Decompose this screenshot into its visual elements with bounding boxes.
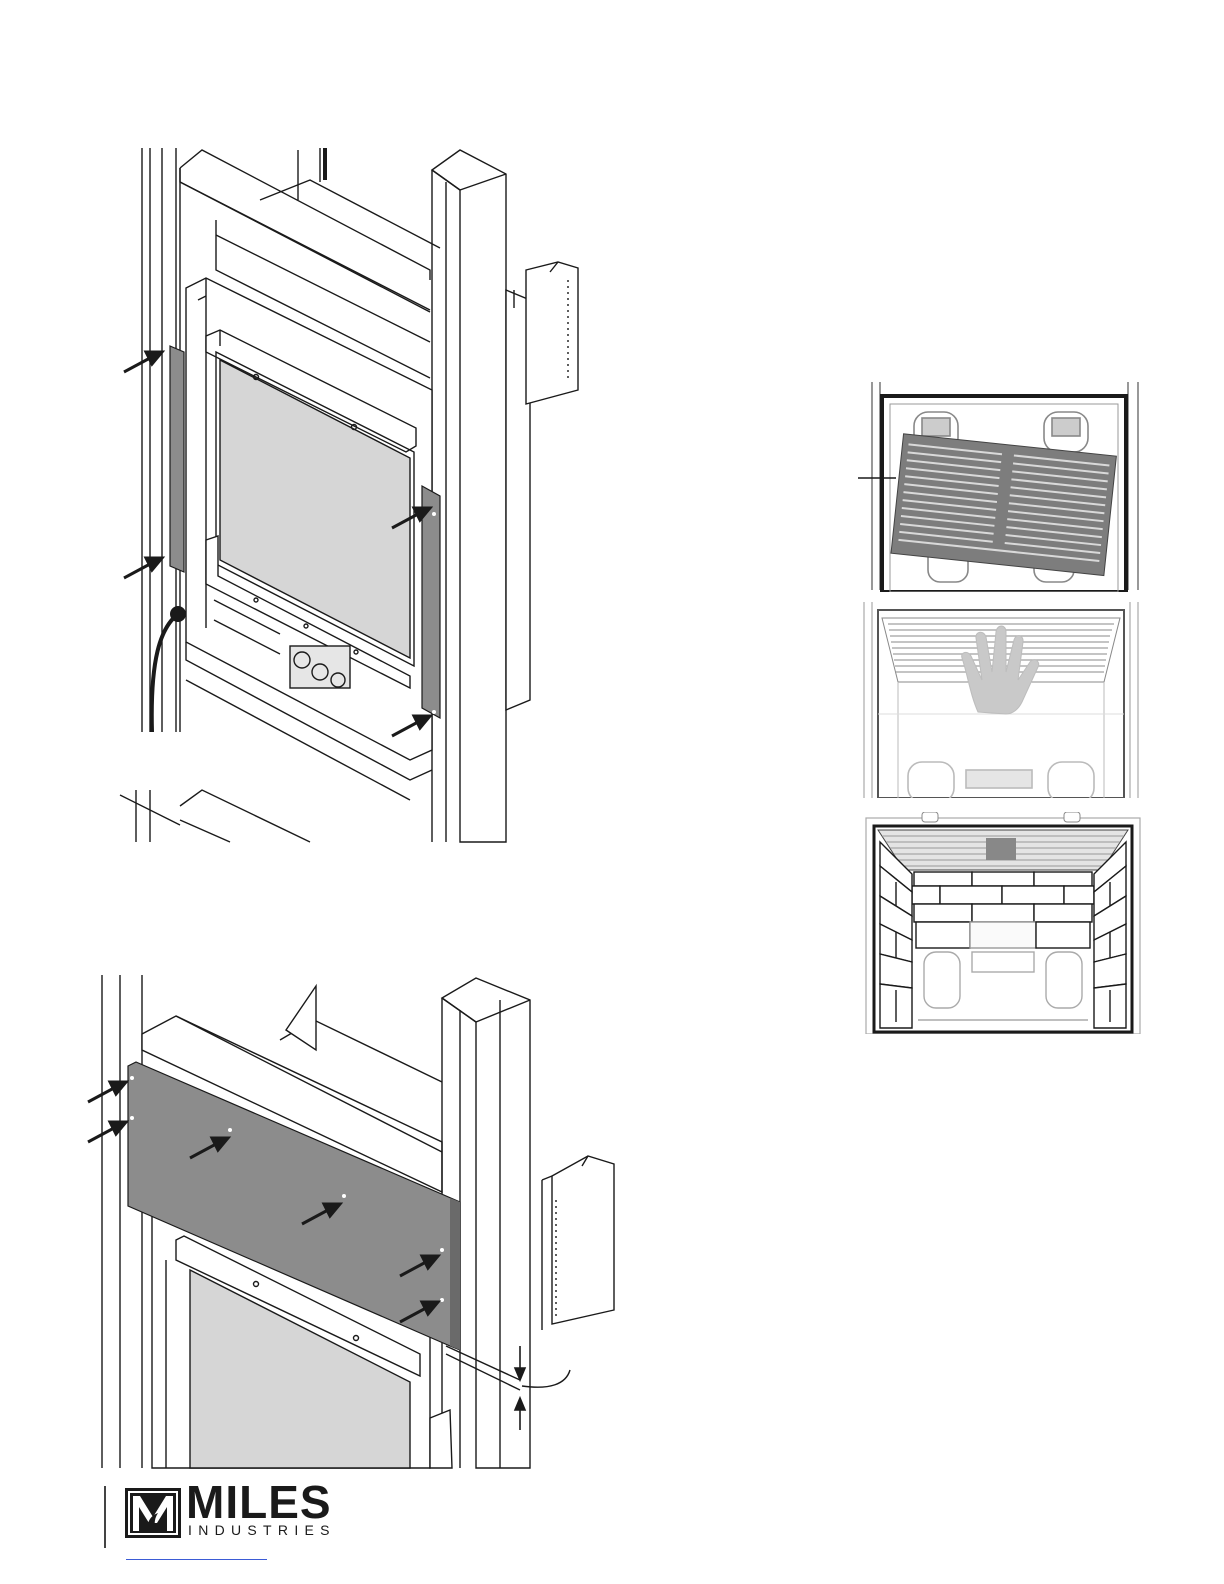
baffle-panel-pressed-illustration xyxy=(858,602,1144,798)
side-trim-install-illustration xyxy=(110,140,600,850)
miles-industries-logo: MILES INDUSTRIES xyxy=(104,1482,334,1542)
top-trim-install-illustration xyxy=(80,970,620,1470)
firebox-brick-liner-illustration xyxy=(862,812,1144,1034)
logo-divider xyxy=(104,1486,106,1548)
brand-subtitle: INDUSTRIES xyxy=(188,1522,336,1538)
brand-name: MILES xyxy=(186,1479,332,1525)
baffle-panel-tilted-illustration xyxy=(858,382,1144,592)
footer-link-underline[interactable] xyxy=(126,1559,267,1560)
miles-logo-mark-icon xyxy=(124,1487,182,1539)
